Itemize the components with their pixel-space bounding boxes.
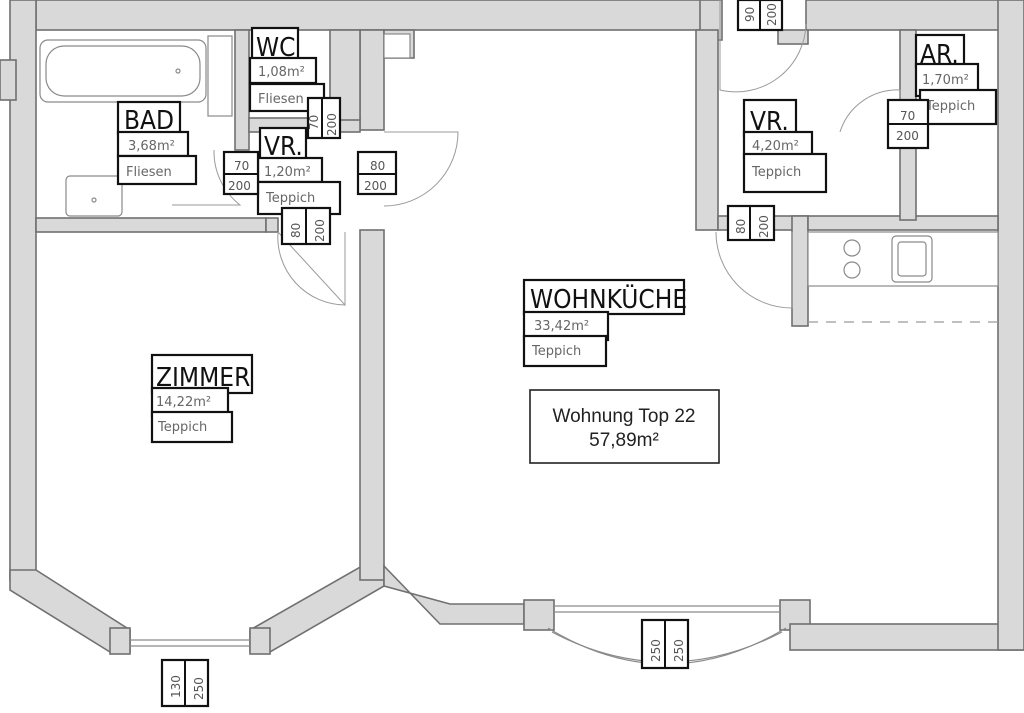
door-tag-vr-right: 80 200 (726, 204, 776, 242)
room-vr-right-area: 4,20m² (752, 139, 799, 154)
room-wohnkueche-name: WOHNKÜCHE (530, 283, 687, 315)
room-ar-area: 1,70m² (922, 73, 969, 88)
window-tag-kitchen-height: 250 (672, 639, 686, 662)
room-vr-left-floor: Teppich (265, 191, 315, 206)
door-tag-top-entry: 90 200 (736, 0, 784, 32)
room-bad-floor: Fliesen (126, 165, 172, 180)
room-wc-floor: Fliesen (258, 92, 304, 107)
door-tag-vr-right-height: 200 (757, 215, 771, 238)
door-tag-bad-width: 70 (234, 159, 249, 173)
door-tag-vr-bottom-height: 200 (313, 219, 327, 242)
room-zimmer-floor: Teppich (157, 420, 207, 435)
room-vr-left-area: 1,20m² (264, 165, 311, 180)
door-tag-vr-bottom-width: 80 (289, 223, 303, 238)
room-wohnkueche: WOHNKÜCHE 33,42m² Teppich (522, 278, 687, 368)
window-tag-zimmer-height: 250 (192, 677, 206, 700)
apartment-total-area: 57,89m² (589, 430, 659, 451)
door-tag-wc-side-width: 70 (307, 115, 321, 130)
door-tag-bad: 70 200 (222, 150, 260, 196)
window-tag-zimmer: 130 250 (160, 658, 210, 708)
door-swings (172, 0, 901, 309)
door-tag-vr-to-kitchen: 80 200 (356, 150, 398, 196)
room-vr-right: VR. 4,20m² Teppich (742, 98, 828, 194)
door-tag-bad-height: 200 (228, 179, 251, 193)
door-tag-vr-bottom: 80 200 (280, 206, 332, 246)
apartment-summary: Wohnung Top 22 57,89m² (529, 389, 720, 464)
walls (0, 0, 1024, 655)
room-bad-area: 3,68m² (128, 139, 175, 154)
door-tag-ar-width: 70 (900, 109, 915, 123)
door-tag-ar-height: 200 (896, 129, 919, 143)
room-ar-floor: Teppich (925, 99, 975, 114)
room-wohnkueche-floor: Teppich (531, 344, 581, 359)
apartment-title: Wohnung Top 22 (553, 406, 696, 427)
room-ar: AR. 1,70m² Teppich (914, 33, 998, 126)
room-wohnkueche-area: 33,42m² (534, 319, 589, 334)
door-tag-vr-to-kitchen-width: 80 (370, 159, 385, 173)
room-vr-left: VR. 1,20m² Teppich (256, 126, 342, 216)
door-tag-wc-side: 70 200 (306, 96, 342, 140)
fixtures (39, 33, 999, 323)
door-tag-top-entry-width: 90 (743, 7, 757, 22)
window-tag-zimmer-width: 130 (169, 675, 183, 698)
door-tag-ar: 70 200 (886, 98, 930, 150)
room-zimmer: ZIMMER 14,22m² Teppich (150, 353, 254, 444)
window-tag-kitchen: 250 250 (640, 618, 690, 670)
room-bad: BAD 3,68m² Fliesen (116, 100, 198, 186)
door-tag-vr-right-width: 80 (734, 219, 748, 234)
window-tag-kitchen-width: 250 (649, 639, 663, 662)
room-vr-right-floor: Teppich (751, 165, 801, 180)
door-tag-vr-to-kitchen-height: 200 (364, 179, 387, 193)
room-wc-area: 1,08m² (258, 65, 305, 80)
door-tag-top-entry-height: 200 (765, 3, 779, 26)
door-tag-wc-side-height: 200 (325, 113, 339, 136)
room-zimmer-area: 14,22m² (156, 395, 211, 410)
